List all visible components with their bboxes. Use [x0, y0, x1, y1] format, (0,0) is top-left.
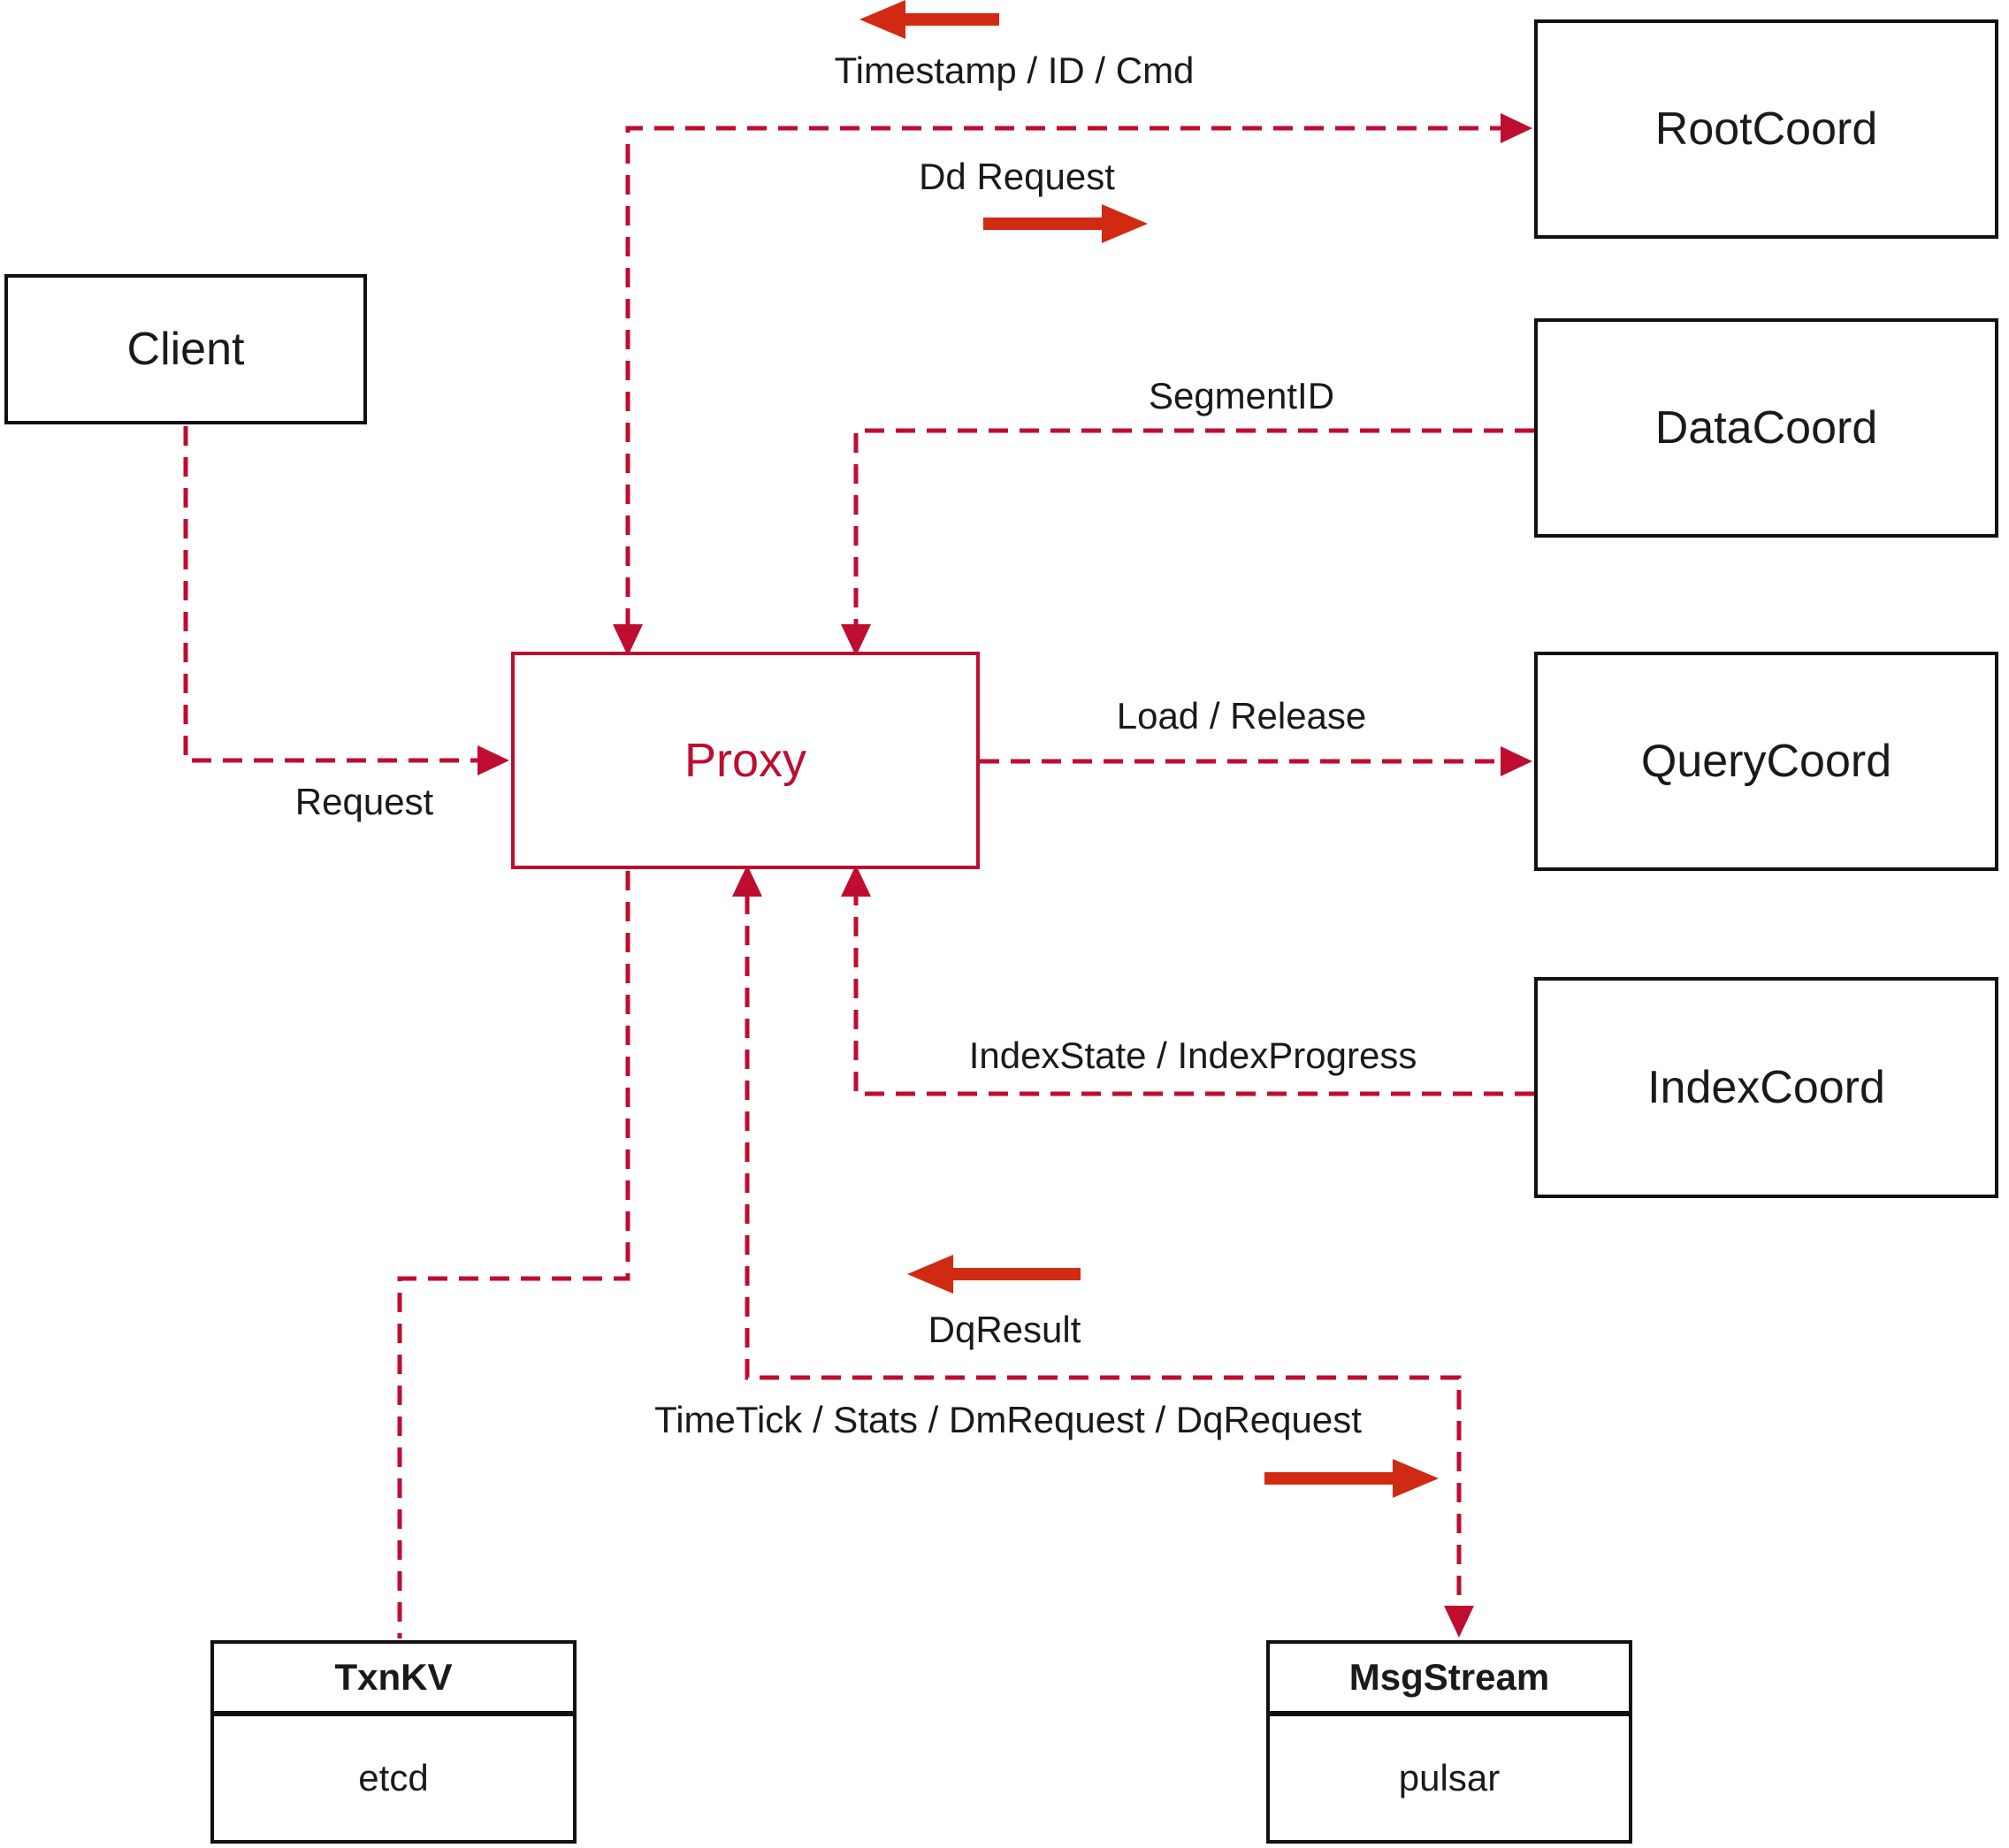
dq-result-direction-left-arrow-icon	[907, 1255, 1081, 1294]
edge-label-request: Request	[294, 781, 434, 822]
msgstream-implementation: pulsar	[1398, 1757, 1501, 1798]
timestamp-direction-left-arrow-icon	[859, 0, 999, 39]
connector-proxy-msgstream	[745, 895, 1462, 1607]
txnkv-implementation: etcd	[358, 1757, 429, 1798]
arrowhead-into-proxy-left-icon	[477, 745, 509, 775]
connector-datacoord-to-proxy	[853, 428, 1534, 628]
connector-indexcoord-to-proxy	[853, 895, 1534, 1096]
arrowhead-into-querycoord-icon	[1501, 746, 1532, 776]
edge-label-dq-result: DqResult	[928, 1309, 1081, 1350]
node-proxy: Proxy	[511, 652, 980, 869]
node-datacoord-label: DataCoord	[1654, 402, 1878, 454]
arrowhead-into-rootcoord-icon	[1501, 113, 1532, 143]
edge-label-load-release: Load / Release	[1116, 695, 1367, 737]
node-querycoord: QueryCoord	[1534, 652, 1998, 871]
node-msgstream: MsgStream pulsar	[1266, 1640, 1632, 1844]
connector-proxy-rootcoord	[625, 126, 1503, 628]
arrowhead-into-proxy-top-datacoord-icon	[841, 624, 871, 656]
node-client-label: Client	[126, 324, 245, 375]
edge-label-index-state-progress: IndexState / IndexProgress	[968, 1035, 1417, 1076]
node-rootcoord: RootCoord	[1534, 19, 1998, 239]
node-querycoord-label: QueryCoord	[1640, 736, 1892, 787]
node-client: Client	[4, 274, 367, 424]
arrowhead-into-msgstream-icon	[1444, 1606, 1474, 1638]
node-indexcoord: IndexCoord	[1534, 977, 1998, 1198]
arrowhead-into-proxy-top-rootcoord-icon	[613, 624, 643, 656]
node-txnkv: TxnKV etcd	[210, 1640, 577, 1844]
arrowhead-into-proxy-bottom-indexcoord-icon	[841, 865, 871, 897]
edge-label-timetick-stats: TimeTick / Stats / DmRequest / DqRequest	[654, 1399, 1362, 1440]
node-indexcoord-label: IndexCoord	[1647, 1062, 1885, 1113]
edge-label-dd-request: Dd Request	[919, 156, 1115, 197]
edge-label-timestamp-id-cmd: Timestamp / ID / Cmd	[834, 50, 1195, 91]
node-proxy-label: Proxy	[684, 734, 807, 787]
connector-proxy-txnkv	[397, 871, 630, 1638]
connector-client-to-proxy	[183, 426, 482, 763]
edge-label-segment-id: SegmentID	[1148, 375, 1335, 416]
dd-request-direction-right-arrow-icon	[983, 204, 1148, 243]
node-datacoord: DataCoord	[1534, 318, 1998, 538]
node-rootcoord-label: RootCoord	[1654, 103, 1878, 155]
txnkv-title: TxnKV	[214, 1644, 573, 1716]
arrowhead-into-proxy-bottom-msgstream-icon	[732, 865, 762, 897]
msgstream-title: MsgStream	[1270, 1644, 1629, 1716]
timetick-direction-right-arrow-icon	[1264, 1459, 1439, 1498]
